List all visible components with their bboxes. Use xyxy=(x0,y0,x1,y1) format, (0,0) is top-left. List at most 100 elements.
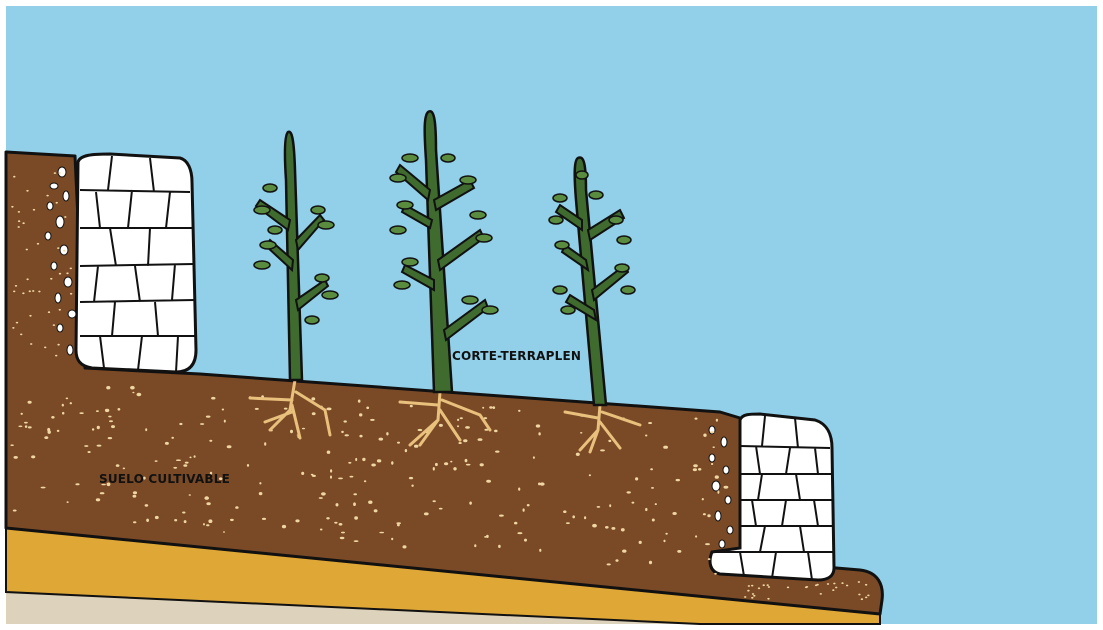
soil-speckle xyxy=(563,510,566,513)
soil-speckle xyxy=(592,524,597,528)
soil-speckle xyxy=(109,420,113,422)
soil-speckle xyxy=(648,422,652,424)
soil-speckle xyxy=(211,397,215,400)
soil-speckle xyxy=(108,437,112,439)
soil-speckle xyxy=(327,408,332,411)
soil-speckle xyxy=(397,442,400,444)
soil-speckle xyxy=(26,249,28,251)
soil-speckle xyxy=(693,468,697,471)
soil-speckle xyxy=(651,487,654,489)
soil-speckle xyxy=(37,243,39,245)
soil-speckle xyxy=(203,523,205,525)
soil-speckle xyxy=(174,519,177,521)
soil-speckle xyxy=(185,462,189,464)
soil-speckle xyxy=(56,202,58,204)
soil-speckle xyxy=(605,526,609,529)
soil-speckle xyxy=(386,432,388,435)
soil-speckle xyxy=(677,550,681,553)
soil-speckle xyxy=(57,430,60,432)
soil-speckle xyxy=(702,498,704,500)
soil-speckle xyxy=(206,502,210,505)
soil-speckle xyxy=(38,291,40,293)
soil-speckle xyxy=(635,477,638,480)
soil-speckle xyxy=(133,491,137,494)
soil-speckle xyxy=(370,419,375,421)
soil-speckle xyxy=(652,519,655,522)
soil-speckle xyxy=(223,531,225,533)
soil-speckle xyxy=(368,501,372,504)
soil-speckle xyxy=(59,273,61,275)
soil-speckle xyxy=(663,540,665,543)
soil-speckle xyxy=(391,461,393,464)
soil-speckle xyxy=(259,482,261,484)
soil-speckle xyxy=(66,272,68,274)
soil-speckle xyxy=(841,582,843,584)
soil-speckle xyxy=(30,343,32,345)
soil-speckle xyxy=(32,290,34,292)
soil-speckle xyxy=(10,444,13,446)
soil-speckle xyxy=(486,480,491,483)
soil-speckle xyxy=(171,437,174,439)
soil-speckle xyxy=(327,451,331,454)
soil-speckle xyxy=(97,426,100,429)
soil-speckle xyxy=(517,532,522,534)
soil-speckle xyxy=(100,492,105,494)
soil-speckle xyxy=(495,451,499,453)
soil-speckle xyxy=(345,434,349,436)
soil-speckle xyxy=(348,462,351,464)
soil-speckle xyxy=(460,417,463,419)
soil-speckle xyxy=(62,412,64,415)
soil-speckle xyxy=(433,500,436,502)
soil-speckle xyxy=(344,420,347,422)
soil-speckle xyxy=(326,517,329,519)
soil-speckle xyxy=(650,468,653,470)
soil-speckle xyxy=(751,597,753,599)
soil-speckle xyxy=(465,459,468,462)
soil-speckle xyxy=(63,250,65,252)
soil-speckle xyxy=(340,537,345,539)
soil-speckle xyxy=(717,490,719,493)
soil-speckle xyxy=(865,597,867,599)
soil-speckle xyxy=(227,445,232,448)
soil-speckle xyxy=(576,453,580,456)
soil-speckle xyxy=(379,532,384,534)
soil-speckle xyxy=(54,172,56,174)
soil-speckle xyxy=(41,487,46,489)
soil-speckle xyxy=(24,422,28,424)
soil-speckle xyxy=(353,493,357,495)
soil-speckle xyxy=(12,327,14,329)
soil-speckle xyxy=(418,429,423,431)
soil-speckle xyxy=(705,543,710,545)
soil-speckle xyxy=(482,407,484,409)
soil-speckle xyxy=(597,506,601,508)
soil-speckle xyxy=(209,440,212,442)
soil-speckle xyxy=(846,585,848,587)
soil-speckle xyxy=(827,583,829,585)
soil-speckle xyxy=(622,550,626,553)
soil-speckle xyxy=(695,535,697,537)
soil-speckle xyxy=(194,455,196,458)
soil-speckle xyxy=(710,431,714,433)
soil-speckle xyxy=(377,459,381,462)
soil-speckle xyxy=(584,516,586,519)
soil-speckle xyxy=(403,545,407,548)
soil-speckle xyxy=(358,400,361,403)
soil-speckle xyxy=(235,506,238,509)
soil-speckle xyxy=(145,428,147,431)
soil-speckle xyxy=(566,522,570,524)
soil-speckle xyxy=(858,581,860,583)
soil-speckle xyxy=(339,523,343,526)
soil-speckle xyxy=(75,483,79,485)
soil-speckle xyxy=(20,334,22,336)
soil-speckle xyxy=(341,431,344,433)
soil-speckle xyxy=(18,226,20,228)
soil-speckle xyxy=(494,430,498,433)
soil-speckle xyxy=(751,585,753,587)
soil-speckle xyxy=(59,309,61,311)
soil-speckle xyxy=(655,503,657,505)
soil-speckle xyxy=(433,467,435,471)
soil-speckle xyxy=(57,344,59,346)
soil-speckle xyxy=(715,475,719,478)
soil-speckle xyxy=(832,589,834,591)
soil-speckle xyxy=(663,446,668,449)
